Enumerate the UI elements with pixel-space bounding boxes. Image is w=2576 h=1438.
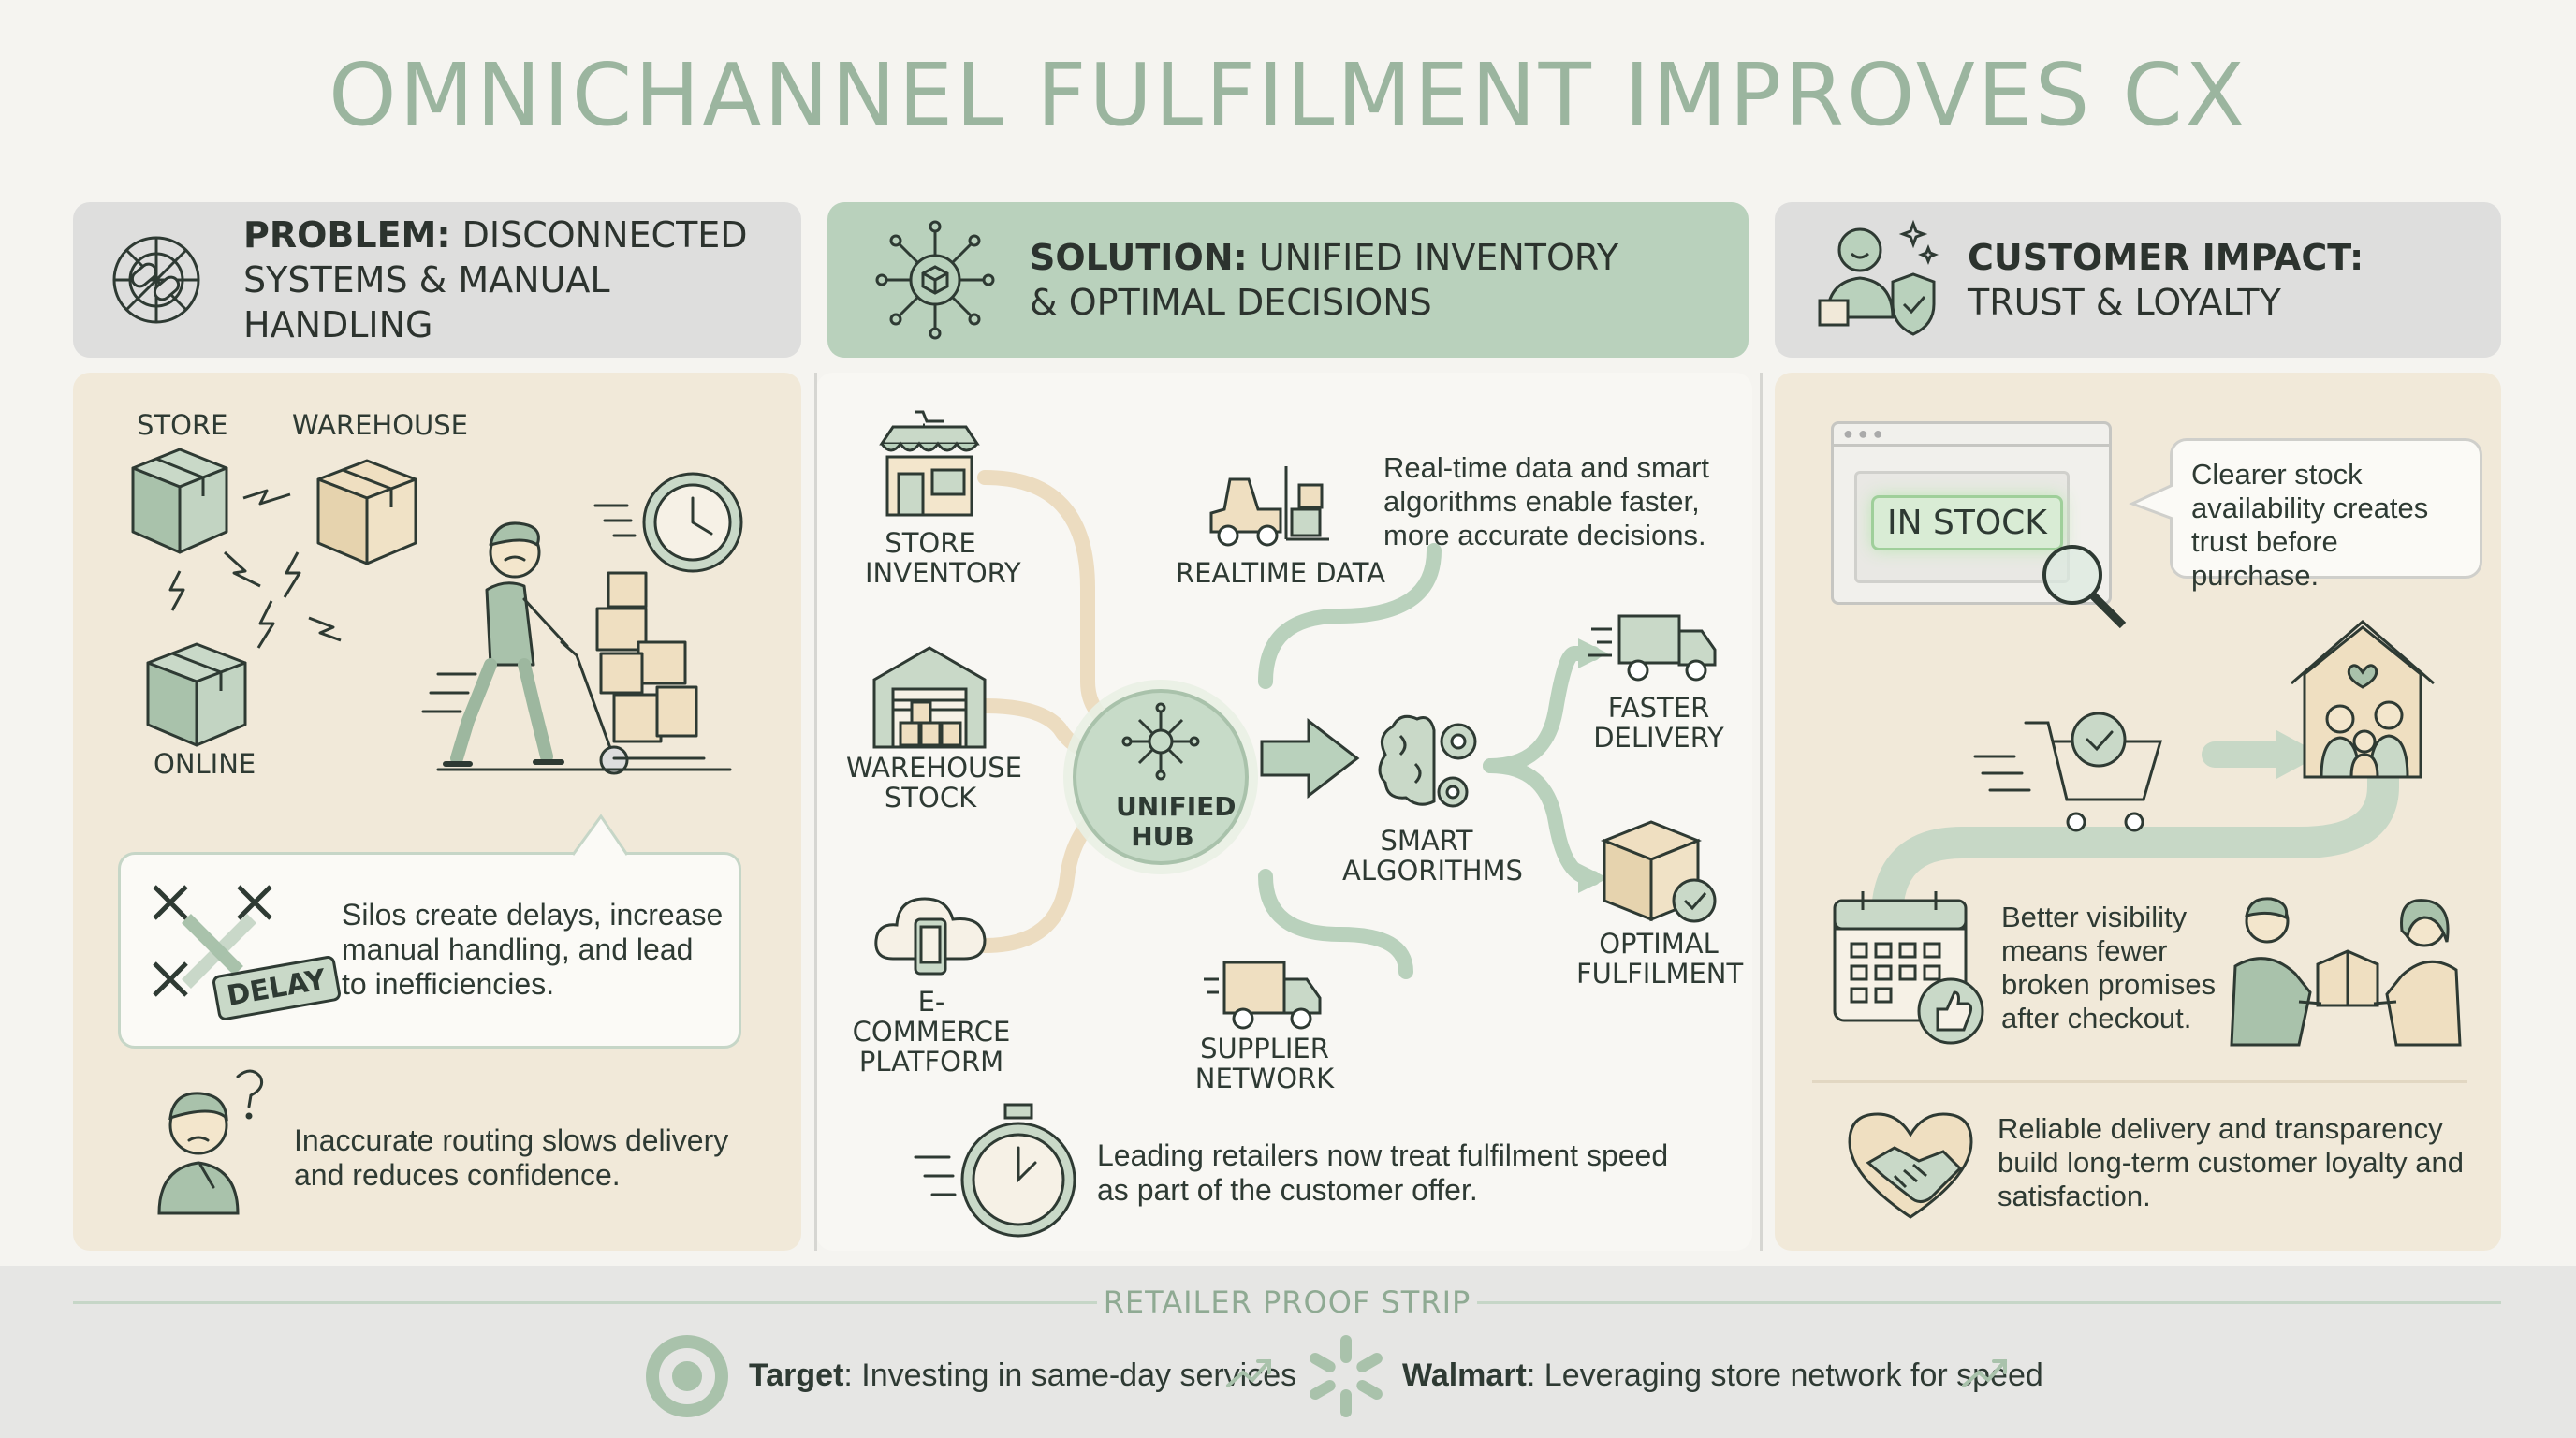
broken-network-icon [112,236,200,324]
in-stock-badge: IN STOCK [1871,495,2063,550]
warehouse-icon [872,646,987,749]
target-logo-icon [646,1335,728,1417]
stopwatch-icon [914,1103,1076,1238]
page-title: OMNICHANNEL FULFILMENT IMPROVES CX [329,45,2247,145]
callout-tail [571,814,629,856]
solution-header-line2: & OPTIMAL DECISIONS [1030,282,1432,323]
target-proof: Target: Investing in same-day services [749,1357,1296,1394]
impact-header: CUSTOMER IMPACT: TRUST & LOYALTY [1775,202,2501,358]
hub-flow-diagram [977,470,1608,979]
faster-delivery-label: FASTER DELIVERY [1593,692,1724,754]
package-handoff-icon [2230,897,2462,1047]
callout-tail [2129,483,2174,521]
divider [814,373,817,1251]
trend-up-icon [1226,1359,1271,1387]
impact-header-bold: CUSTOMER IMPACT: [1968,237,2364,278]
box-icon [131,448,228,554]
supplier-truck-icon [1204,961,1322,1030]
clock-icon [593,472,743,573]
family-home-icon [2291,620,2435,779]
strip-title: RETAILER PROOF STRIP [1103,1284,1471,1320]
speed-text: Leading retailers now treat fulfilment s… [1097,1138,1669,1207]
brain-gears-icon [1378,714,1477,808]
stock-bubble-text: Clearer stock availability creates trust… [2191,458,2429,592]
walmart-spark-icon [1310,1335,1383,1417]
walmart-text: : Leveraging store network for speed [1526,1357,2043,1393]
divider [73,1301,1097,1304]
disconnected-boxes-illustration [131,448,417,747]
target-text: : Investing in same-day services [843,1357,1297,1393]
problem-header: PROBLEM: DISCONNECTED SYSTEMS & MANUAL H… [73,202,801,358]
browser-dots: ● ● ● [1834,424,2109,447]
solution-header: SOLUTION: UNIFIED INVENTORY & OPTIMAL DE… [827,202,1749,358]
magnifier-icon [2042,545,2127,629]
storefront-icon [879,410,980,517]
trend-up-icon [1962,1359,2007,1387]
box-icon [146,642,247,747]
realtime-desc: Real-time data and smart algorithms enab… [1383,451,1710,551]
lightning-icon [168,489,342,649]
label-warehouse: WAREHOUSE [292,409,468,441]
silos-text: Silos create delays, increase manual han… [342,898,724,1001]
solution-panel [816,373,1752,1251]
delay-x-icon [153,885,272,997]
target-name: Target [749,1357,844,1393]
divider [1812,1080,2467,1083]
happy-customer-shield-icon [1818,219,1939,336]
realtime-data-label: REALTIME DATA [1176,557,1386,589]
supplier-label: SUPPLIER NETWORK [1194,1033,1335,1094]
walmart-proof: Walmart: Leveraging store network for sp… [1402,1357,2043,1394]
label-store: STORE [137,409,228,441]
network-cube-icon [875,220,995,340]
forklift-icon [1209,466,1329,547]
stressed-worker-illustration [421,472,743,775]
hub-network-icon [1121,702,1200,781]
divider [1477,1301,2501,1304]
visibility-text: Better visibility means fewer broken pro… [2001,901,2217,1034]
ecommerce-label: E-COMMERCE PLATFORM [852,986,1011,1078]
box-check-icon [1600,820,1717,923]
problem-header-line2: SYSTEMS & MANUAL HANDLING [243,259,610,345]
cart-check-icon [1973,712,2162,832]
silos-card: DELAY Silos create delays, increase manu… [118,852,741,1049]
impact-header-line2: TRUST & LOYALTY [1968,282,2281,323]
handshake-heart-icon [1848,1112,1973,1219]
retailer-proof-strip [0,1266,2576,1438]
right-arrow-icon [1260,717,1360,800]
cloud-phone-icon [874,897,987,976]
problem-header-rest: DISCONNECTED [450,214,748,256]
walmart-name: Walmart [1402,1357,1527,1393]
optimal-fulfilment-label: OPTIMAL FULFILMENT [1576,928,1744,990]
box-icon [316,459,417,565]
routing-text: Inaccurate routing slows delivery and re… [294,1123,729,1192]
loyalty-text: Reliable delivery and transparency build… [1998,1112,2464,1212]
divider [1760,373,1763,1251]
browser-window: ● ● ● IN STOCK [1831,421,2112,605]
warehouse-stock-label: WAREHOUSE STOCK [846,752,1022,814]
solution-header-bold: SOLUTION: [1030,237,1248,278]
label-online: ONLINE [154,748,256,780]
hub-label: UNIFIED HUB [1116,791,1237,852]
smart-algorithms-label: SMART ALGORITHMS [1342,825,1523,887]
solution-header-rest: UNIFIED INVENTORY [1247,237,1619,278]
customer-journey-illustration [1871,620,2435,933]
delivery-truck-icon [1588,614,1717,682]
problem-header-bold: PROBLEM: [243,214,451,256]
stock-bubble: Clearer stock availability creates trust… [2170,438,2482,592]
confused-person-icon [157,1069,264,1215]
store-inventory-label: STORE INVENTORY [865,527,1021,589]
calendar-thumbs-up-icon [1833,891,1984,1045]
